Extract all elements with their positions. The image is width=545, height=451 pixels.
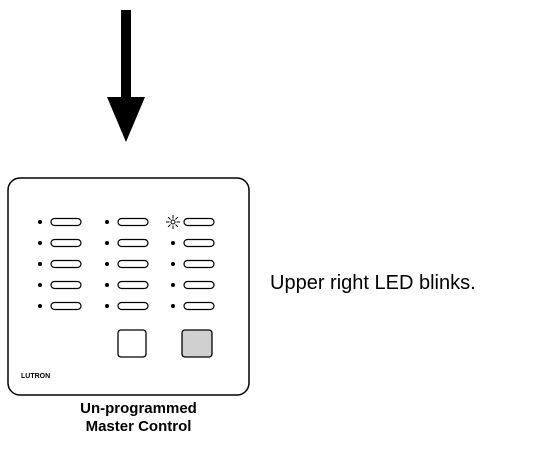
led-indicator [38,262,42,266]
scene-button-slot[interactable] [117,301,149,311]
scene-button-slot[interactable] [183,301,215,311]
down-arrow-icon [107,10,145,142]
scene-button-slot[interactable] [183,238,215,248]
scene-button-slot[interactable] [117,238,149,248]
scene-button-slot[interactable] [50,259,82,269]
scene-button-slot[interactable] [183,259,215,269]
led-indicator [105,241,109,245]
keypad [38,217,215,311]
led-indicator [38,283,42,287]
led-indicator [105,262,109,266]
led-indicator [171,262,175,266]
scene-button-slot[interactable] [183,217,215,227]
unlit-square-button[interactable] [117,329,147,358]
led-indicator [38,304,42,308]
caption-line-1: Un-programmed [80,400,197,417]
led-indicator [171,241,175,245]
scene-button-slot[interactable] [117,259,149,269]
led-indicator [38,220,42,224]
scene-button-slot[interactable] [50,217,82,227]
scene-button-slot[interactable] [183,280,215,290]
led-indicator [105,220,109,224]
led-indicator [38,241,42,245]
lit-square-button[interactable] [181,329,213,358]
scene-button-slot[interactable] [50,238,82,248]
led-indicator [105,283,109,287]
status-note: Upper right LED blinks. [270,272,476,294]
scene-button-slot[interactable] [50,301,82,311]
lutron-logo: LUTRON [21,373,50,380]
scene-button-slot[interactable] [117,217,149,227]
scene-button-slot[interactable] [50,280,82,290]
blink-indicator-icon [166,215,180,229]
led-indicator [171,283,175,287]
scene-button-slot[interactable] [117,280,149,290]
led-indicator [105,304,109,308]
figure-caption: Un-programmed Master Control [0,400,277,436]
caption-line-2: Master Control [85,418,192,435]
led-indicator [171,304,175,308]
